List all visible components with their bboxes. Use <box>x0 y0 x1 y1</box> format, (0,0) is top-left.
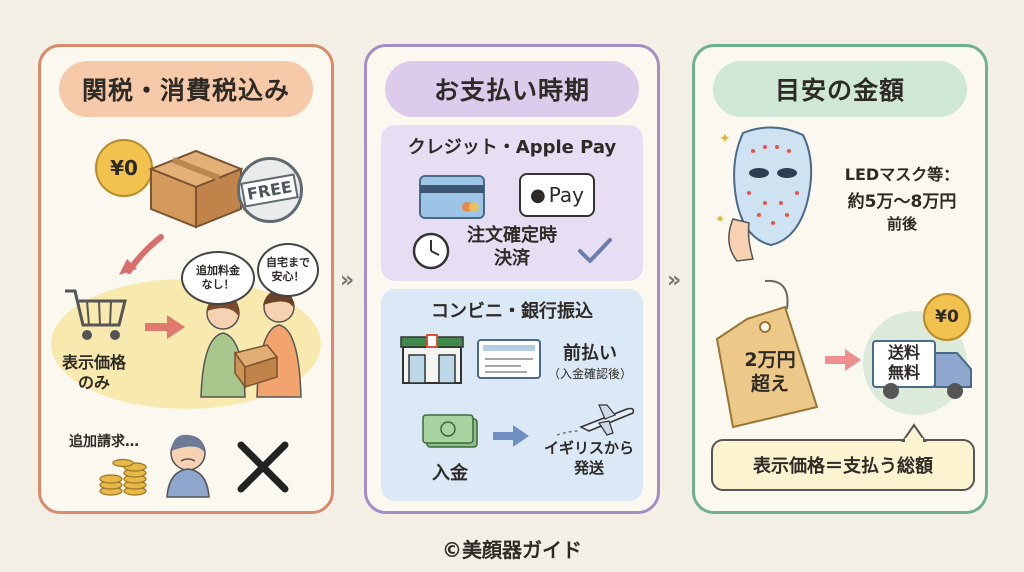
coins-icon <box>99 458 147 496</box>
prepay-label: 前払い <box>563 343 617 364</box>
svg-text:✦: ✦ <box>719 131 731 147</box>
tag-text: 2万円 超え <box>744 349 796 395</box>
section-credit-title: クレジット・Apple Pay <box>407 137 617 158</box>
yen-zero-circle-text: ¥0 <box>935 307 959 327</box>
bubble-no-extra: 追加料金 なし！ <box>181 251 255 305</box>
airplane-icon <box>556 404 635 436</box>
total-callout: 表示価格＝支払う総額 <box>711 439 975 491</box>
panel-payment-title: お支払い時期 <box>385 61 639 117</box>
svg-text:✦: ✦ <box>715 212 725 226</box>
ship-label: イギリスから 発送 <box>543 439 634 477</box>
bank-slip-icon <box>477 339 541 379</box>
check-icon <box>578 238 612 263</box>
credit-card-icon <box>419 175 485 219</box>
curved-arrow-icon <box>119 234 164 275</box>
panel-payment-timing: お支払い時期 クレジット・Apple Pay ● Pay 注文確定時 決済 コン… <box>364 44 660 514</box>
bubble-safe-home-text: 自宅まで 安心！ <box>266 256 310 283</box>
panel-price-title: 目安の金額 <box>713 61 967 117</box>
extra-charge-label: 追加請求… <box>69 434 139 450</box>
cart-label: 表示価格 のみ <box>61 353 126 392</box>
section-credit: クレジット・Apple Pay ● Pay 注文確定時 決済 <box>381 125 643 281</box>
yen-zero-circle: ¥0 <box>923 293 971 341</box>
price-tag-icon <box>715 279 819 429</box>
store-icon <box>400 334 464 384</box>
blue-arrow-icon <box>493 425 529 447</box>
apple-pay-badge: ● Pay <box>519 173 595 217</box>
section-convenience-title: コンビニ・銀行振込 <box>431 301 593 322</box>
total-label: 表示価格＝支払う総額 <box>753 456 933 477</box>
truck-text: 送料 無料 <box>887 343 920 382</box>
worried-person-icon <box>166 434 210 498</box>
cart-icon <box>65 289 127 340</box>
led-mask-icon: ✦ ✦ <box>715 126 813 262</box>
separator-2: » <box>667 268 682 293</box>
yen-zero-badge: ¥0 <box>95 139 153 197</box>
apple-pay-text: Pay <box>548 183 584 207</box>
cross-icon <box>237 441 289 493</box>
deposit-label: 入金 <box>432 463 468 484</box>
yen-zero-text: ¥0 <box>110 156 138 180</box>
truck-icon <box>872 340 972 399</box>
section-convenience: コンビニ・銀行振込 前払い （入金確認後） 入金 <box>381 289 643 501</box>
footer-credit: ©美顔器ガイド <box>442 538 582 562</box>
bubble-safe-home: 自宅まで 安心！ <box>257 243 319 297</box>
box-icon <box>148 149 244 229</box>
free-stamp-text: FREE <box>240 172 300 208</box>
panel-taxes-title: 関税・消費税込み <box>59 61 313 117</box>
prepay-note: （入金確認後） <box>547 367 632 381</box>
right-arrow-icon <box>145 315 185 339</box>
separator-1: » <box>340 268 355 293</box>
order-timing: 注文確定時 決済 <box>467 225 557 269</box>
bubble-no-extra-text: 追加料金 なし！ <box>196 264 240 291</box>
free-stamp: FREE <box>237 157 303 223</box>
mask-price: 約5万〜8万円 <box>847 192 957 212</box>
panel-taxes: 関税・消費税込み ¥0 FREE 表示価格 のみ <box>38 44 334 514</box>
cash-icon <box>422 414 478 448</box>
clock-icon <box>412 232 450 270</box>
mask-label: LEDマスク等： <box>844 165 960 184</box>
apple-icon: ● <box>530 184 546 206</box>
pink-arrow-icon <box>825 349 861 371</box>
mask-suffix: 前後 <box>886 215 917 233</box>
panel-price-guide: 目安の金額 ✦ ✦ LEDマスク等： 約5万〜8万円 前後 2万円 超え ¥0 … <box>692 44 988 514</box>
callout-pointer <box>901 423 927 443</box>
